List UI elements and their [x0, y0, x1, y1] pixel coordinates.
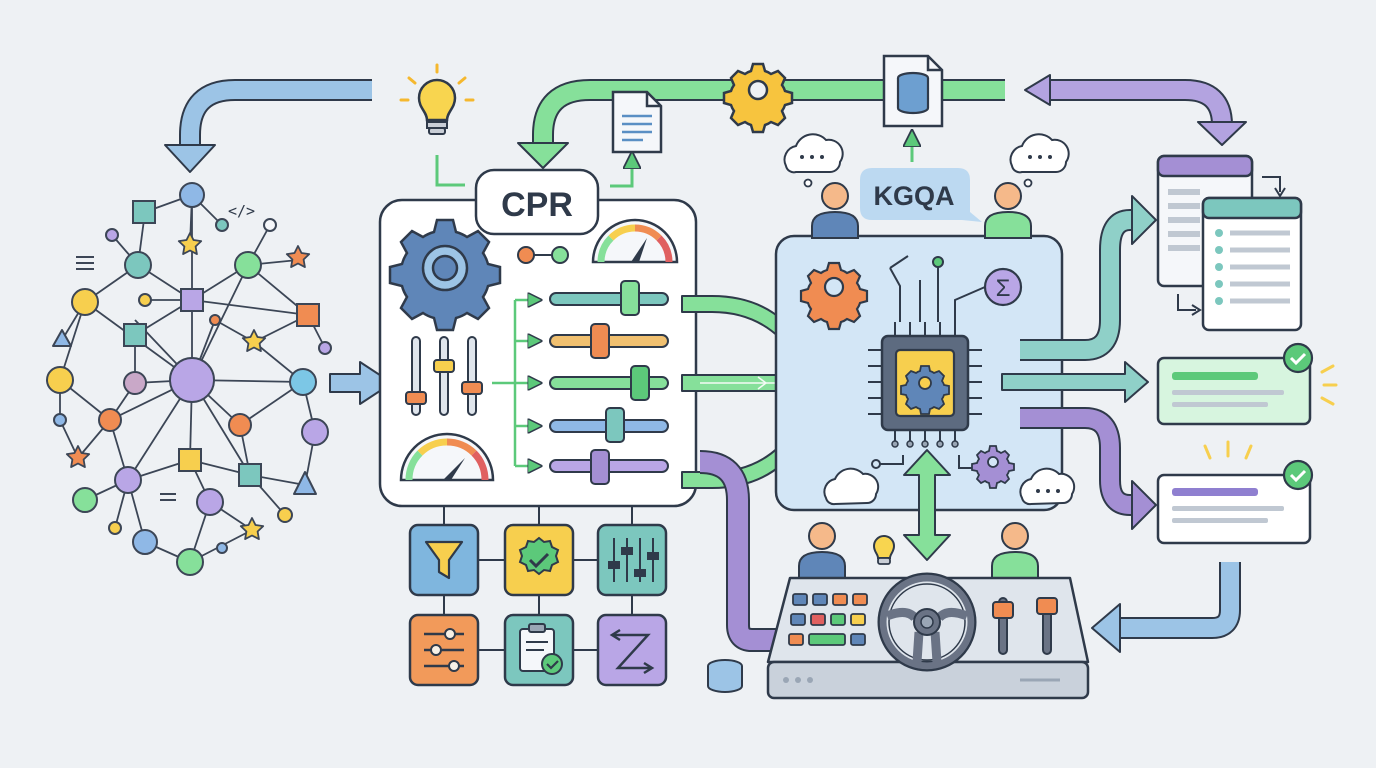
- database-document-icon: [882, 54, 944, 128]
- keypad-icon: [788, 593, 868, 646]
- slider-icon: [549, 407, 669, 443]
- result-card-icon: [1156, 440, 1314, 545]
- slider-icon: [549, 365, 669, 401]
- filter-funnel-icon: [408, 523, 480, 597]
- kgqa-output-arrows: [1001, 195, 1157, 530]
- sigma-icon: Σ: [983, 267, 1023, 307]
- processor-chip-icon: [868, 322, 982, 448]
- cpr-panel: CPR: [378, 168, 698, 508]
- graph-to-cpr-arrow: [329, 361, 393, 405]
- thought-cloud-icon: [823, 467, 880, 506]
- circuit-traces: [871, 255, 986, 469]
- list-marks: [76, 256, 176, 501]
- check-badge-icon: [503, 523, 575, 597]
- document-icon: [611, 90, 663, 154]
- code-tag-label: </>: [228, 202, 255, 220]
- shuffle-icon: [596, 613, 668, 687]
- vertical-double-arrow: [903, 449, 951, 561]
- sigma-label: Σ: [996, 275, 1011, 302]
- vertical-sliders-icon: [405, 336, 483, 416]
- person-icon: [798, 522, 846, 581]
- person-icon: [991, 522, 1039, 581]
- kgqa-label: KGQA: [874, 181, 955, 211]
- top-left-flow-arrow: [164, 79, 372, 173]
- slider-icon: [549, 280, 669, 316]
- person-icon: [984, 182, 1032, 239]
- settings-sliders-icon: [408, 613, 480, 687]
- gear-icon: [722, 62, 794, 134]
- cpr-label-tab: [474, 168, 600, 236]
- slider-icon: [549, 449, 669, 485]
- gear-icon: [799, 261, 869, 331]
- mixer-icon: [596, 523, 668, 597]
- bulb-to-cpr-connector: [435, 155, 465, 187]
- thought-cloud-icon: [1019, 467, 1076, 506]
- console-sliders: [992, 597, 1058, 655]
- result-return-arrow: [1091, 562, 1241, 653]
- database-icon: [707, 659, 743, 693]
- steering-wheel-icon: [877, 572, 977, 672]
- lightbulb-icon: [399, 63, 475, 135]
- gear-icon: [971, 445, 1015, 489]
- top-right-purple-arrow: [1024, 74, 1247, 146]
- cpr-label: CPR: [501, 186, 573, 224]
- tool-grid: [408, 505, 668, 687]
- stacked-pages-icon: [1156, 154, 1303, 332]
- link-icon: [517, 246, 569, 264]
- result-card-icon: [1156, 342, 1338, 426]
- cpr-to-document-connector: [610, 160, 632, 188]
- thought-cloud-icon: [1009, 133, 1070, 188]
- thought-cloud-icon: [783, 133, 844, 188]
- gear-icon: [388, 218, 502, 332]
- gauge-icon: [399, 432, 495, 482]
- check-circle-icon: [1282, 342, 1314, 374]
- fan-out-connector: [492, 300, 535, 466]
- top-green-return-arrow: [517, 79, 1005, 169]
- lightbulb-icon: [872, 535, 896, 565]
- knowledge-graph: </>: [46, 182, 332, 576]
- slider-icon: [549, 323, 669, 359]
- purple-loop-arrow: [699, 450, 780, 652]
- gauge-icon: [591, 218, 679, 264]
- clipboard-check-icon: [503, 613, 575, 687]
- kgqa-label-bubble: [860, 168, 982, 222]
- person-icon: [811, 182, 859, 239]
- control-console: [766, 522, 1090, 700]
- check-circle-icon: [1282, 459, 1314, 491]
- kgqa-panel: KGQA Σ: [774, 133, 1076, 512]
